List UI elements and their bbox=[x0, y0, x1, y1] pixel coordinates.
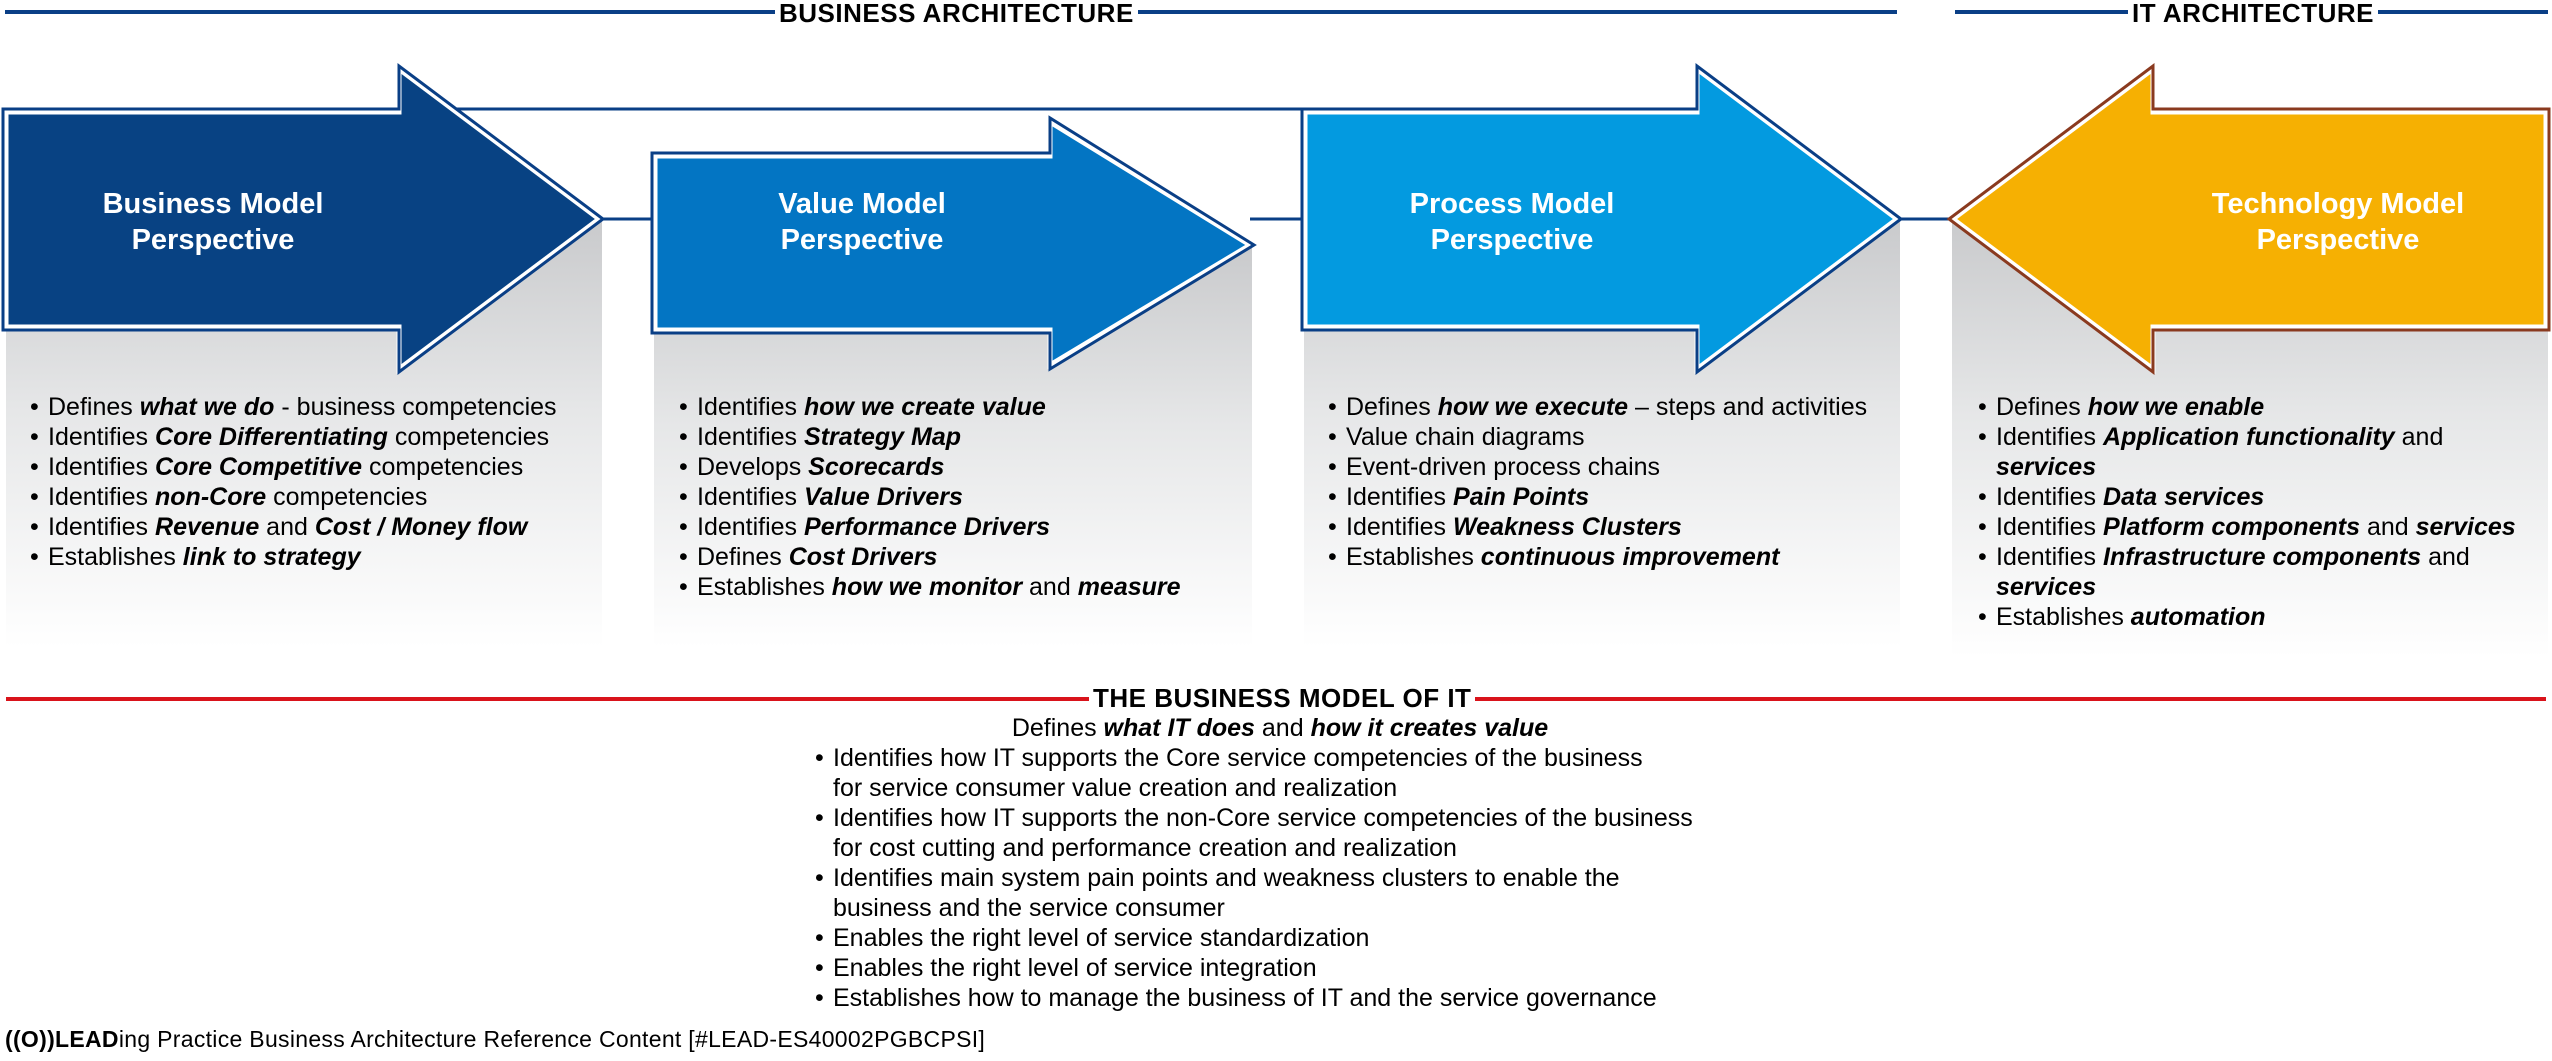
business-model-bullets: Defines what we do - business competenci… bbox=[30, 392, 600, 572]
technology-model-title-line1: Technology Model bbox=[2211, 188, 2465, 220]
business-model-arrow-outline bbox=[1, 63, 606, 375]
emphasis-text: automation bbox=[2130, 603, 2266, 631]
process-model-title: Process Model Perspective bbox=[1342, 186, 1682, 258]
emphasis-text: how we create value bbox=[804, 393, 1046, 421]
emphasis-text: Revenue bbox=[155, 513, 260, 541]
bullet-line: Identifies how IT supports the Core serv… bbox=[833, 744, 1643, 772]
emphasis-text: Scorecards bbox=[808, 453, 945, 481]
bullet-line: Establishes how to manage the business o… bbox=[833, 984, 1657, 1012]
emphasis-text: Platform components bbox=[2103, 513, 2360, 541]
emphasis-text: measure bbox=[1077, 573, 1181, 601]
business-model-title: Business Model Perspective bbox=[43, 186, 383, 258]
bullet-item: Identifies Strategy Map bbox=[679, 422, 1249, 452]
business-architecture-title: BUSINESS ARCHITECTURE bbox=[775, 0, 1138, 27]
bullet-item: Identifies Infrastructure components and… bbox=[1978, 542, 2538, 602]
bullet-item: Defines how we enable bbox=[1978, 392, 2538, 422]
emphasis-text: how we enable bbox=[2087, 393, 2265, 421]
bullet-line: Identifies how IT supports the non-Core … bbox=[833, 804, 1693, 832]
bullet-item: Identifies how we create value bbox=[679, 392, 1249, 422]
emphasis-text: how it creates value bbox=[1310, 714, 1549, 742]
value-model-title-line1: Value Model bbox=[778, 188, 946, 220]
bullet-item: Identifies non-Core competencies bbox=[30, 482, 600, 512]
value-model-bullets: Identifies how we create valueIdentifies… bbox=[679, 392, 1249, 602]
bullet-line: for service consumer value creation and … bbox=[833, 774, 1398, 802]
bullet-item: Enables the right level of service integ… bbox=[815, 953, 1815, 983]
emphasis-text: how we execute bbox=[1437, 393, 1629, 421]
bullet-item: Establishes automation bbox=[1978, 602, 2538, 632]
bullet-item: Establishes how to manage the business o… bbox=[815, 983, 1815, 1013]
process-model-bullets: Defines how we execute – steps and activ… bbox=[1328, 392, 1888, 572]
bullet-item: Defines how we execute – steps and activ… bbox=[1328, 392, 1888, 422]
process-model-arrow-outline bbox=[1300, 63, 1904, 375]
bullet-item: Identifies main system pain points and w… bbox=[815, 863, 1815, 923]
bullet-item: Identifies Application functionality and… bbox=[1978, 422, 2538, 482]
bullet-item: Identifies Platform components and servi… bbox=[1978, 512, 2538, 542]
bullet-item: Identifies how IT supports the non-Core … bbox=[815, 803, 1815, 863]
bullet-item: Value chain diagrams bbox=[1328, 422, 1888, 452]
emphasis-text: Cost Drivers bbox=[788, 543, 938, 571]
emphasis-text: link to strategy bbox=[182, 543, 361, 571]
bullet-item: Develops Scorecards bbox=[679, 452, 1249, 482]
bullet-line: for cost cutting and performance creatio… bbox=[833, 834, 1457, 862]
it-architecture-title: IT ARCHITECTURE bbox=[2128, 0, 2378, 27]
business-model-of-it-bullets: Identifies how IT supports the Core serv… bbox=[815, 743, 1815, 1013]
value-model-title-line2: Perspective bbox=[780, 224, 944, 256]
bullet-item: Event-driven process chains bbox=[1328, 452, 1888, 482]
bullet-item: Establishes link to strategy bbox=[30, 542, 600, 572]
emphasis-text: Cost / Money flow bbox=[314, 513, 528, 541]
bullet-item: Defines Cost Drivers bbox=[679, 542, 1249, 572]
bullet-item: Identifies Performance Drivers bbox=[679, 512, 1249, 542]
bullet-item: Identifies Value Drivers bbox=[679, 482, 1249, 512]
business-model-of-it-title: THE BUSINESS MODEL OF IT bbox=[1089, 684, 1476, 712]
emphasis-text: services bbox=[2415, 513, 2516, 541]
business-model-title-line1: Business Model bbox=[102, 188, 324, 220]
bullet-item: Establishes how we monitor and measure bbox=[679, 572, 1249, 602]
emphasis-text: what we do bbox=[139, 393, 275, 421]
emphasis-text: Core Competitive bbox=[155, 453, 362, 481]
emphasis-text: how we monitor bbox=[831, 573, 1023, 601]
leading-practice-logo: ((O))LEAD bbox=[5, 1026, 119, 1052]
bullet-line: business and the service consumer bbox=[833, 894, 1225, 922]
bullet-item: Identifies Pain Points bbox=[1328, 482, 1888, 512]
emphasis-text: Weakness Clusters bbox=[1453, 513, 1682, 541]
bullet-item: Identifies Core Differentiating competen… bbox=[30, 422, 600, 452]
business-model-title-line2: Perspective bbox=[131, 224, 295, 256]
bullet-item: Enables the right level of service stand… bbox=[815, 923, 1815, 953]
business-model-of-it-intro: Defines what IT does and how it creates … bbox=[1011, 714, 1549, 742]
footer-text: ing Practice Business Architecture Refer… bbox=[118, 1026, 986, 1052]
emphasis-text: Value Drivers bbox=[804, 483, 963, 511]
emphasis-text: Performance Drivers bbox=[804, 513, 1050, 541]
footer: ((O))LEADing Practice Business Architect… bbox=[5, 1025, 985, 1053]
emphasis-text: Application functionality bbox=[2103, 423, 2395, 451]
emphasis-text: what IT does bbox=[1103, 714, 1255, 742]
emphasis-text: Core Differentiating bbox=[155, 423, 388, 451]
emphasis-text: Data services bbox=[2103, 483, 2265, 511]
emphasis-text: services bbox=[1996, 573, 2097, 601]
technology-model-arrow-outline bbox=[1946, 63, 2551, 375]
emphasis-text: Strategy Map bbox=[804, 423, 961, 451]
emphasis-text: Pain Points bbox=[1453, 483, 1590, 511]
bullet-item: Identifies Revenue and Cost / Money flow bbox=[30, 512, 600, 542]
value-model-arrow-outline bbox=[650, 115, 1257, 372]
emphasis-text: non-Core bbox=[155, 483, 267, 511]
bullet-line: Enables the right level of service integ… bbox=[833, 954, 1317, 982]
process-model-title-line1: Process Model bbox=[1409, 188, 1615, 220]
value-model-title: Value Model Perspective bbox=[692, 186, 1032, 258]
bullet-item: Identifies Data services bbox=[1978, 482, 2538, 512]
bullet-item: Defines what we do - business competenci… bbox=[30, 392, 600, 422]
bullet-item: Identifies how IT supports the Core serv… bbox=[815, 743, 1815, 803]
bullet-line: Enables the right level of service stand… bbox=[833, 924, 1370, 952]
bullet-item: Establishes continuous improvement bbox=[1328, 542, 1888, 572]
bullet-item: Identifies Weakness Clusters bbox=[1328, 512, 1888, 542]
technology-model-title-line2: Perspective bbox=[2256, 224, 2420, 256]
bullet-item: Identifies Core Competitive competencies bbox=[30, 452, 600, 482]
emphasis-text: continuous improvement bbox=[1480, 543, 1780, 571]
process-model-title-line2: Perspective bbox=[1430, 224, 1594, 256]
emphasis-text: Infrastructure components bbox=[2103, 543, 2422, 571]
emphasis-text: services bbox=[1996, 453, 2097, 481]
bullet-line: Identifies main system pain points and w… bbox=[833, 864, 1620, 892]
technology-model-title: Technology Model Perspective bbox=[2168, 186, 2508, 258]
technology-model-bullets: Defines how we enableIdentifies Applicat… bbox=[1978, 392, 2538, 632]
